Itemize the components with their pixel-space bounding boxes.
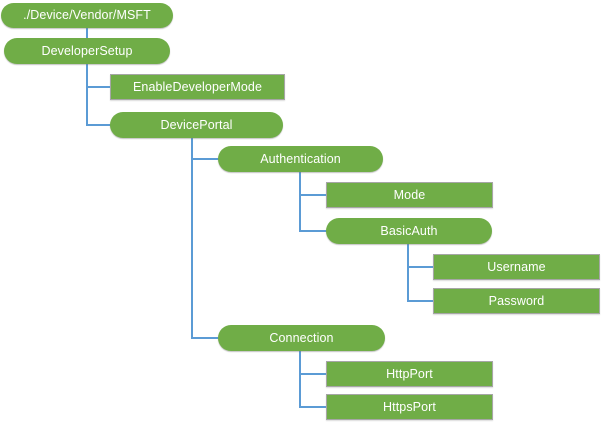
tree-node-httpport[interactable]: HttpPort bbox=[326, 361, 493, 387]
tree-node-label: Mode bbox=[393, 187, 426, 202]
tree-node-developersetup[interactable]: DeveloperSetup bbox=[4, 38, 170, 64]
tree-node-connection[interactable]: Connection bbox=[218, 325, 385, 351]
tree-node-label: Username bbox=[487, 259, 546, 274]
tree-node-label: HttpsPort bbox=[383, 399, 436, 414]
tree-node-label: HttpPort bbox=[386, 366, 433, 381]
tree-node-enabledevelopermode[interactable]: EnableDeveloperMode bbox=[110, 74, 285, 100]
tree-node-authentication[interactable]: Authentication bbox=[218, 146, 383, 172]
tree-node-label: EnableDeveloperMode bbox=[132, 79, 263, 94]
tree-node-label: DevicePortal bbox=[160, 117, 233, 132]
tree-node-deviceportal[interactable]: DevicePortal bbox=[110, 112, 283, 138]
connector-developersetup-to-deviceportal bbox=[86, 63, 111, 126]
connector-deviceportal-to-connection bbox=[191, 137, 219, 339]
tree-node-label: ./Device/Vendor/MSFT bbox=[23, 8, 151, 23]
tree-node-label: Password bbox=[488, 293, 545, 308]
connector-deviceportal-to-authentication bbox=[191, 137, 219, 160]
tree-node-label: Authentication bbox=[260, 151, 341, 166]
connector-authentication-to-basicauth bbox=[299, 171, 327, 232]
connector-authentication-to-mode bbox=[299, 171, 327, 196]
connector-basicauth-to-password bbox=[407, 243, 434, 302]
tree-node-mode[interactable]: Mode bbox=[326, 182, 493, 208]
tree-node-username[interactable]: Username bbox=[433, 254, 600, 280]
tree-node-root[interactable]: ./Device/Vendor/MSFT bbox=[1, 3, 173, 28]
connector-connection-to-httpport bbox=[299, 350, 327, 375]
tree-node-label: Connection bbox=[269, 330, 334, 345]
connector-developersetup-to-enabledevelopermode bbox=[86, 63, 111, 88]
tree-node-basicauth[interactable]: BasicAuth bbox=[326, 218, 492, 244]
connector-basicauth-to-username bbox=[407, 243, 434, 268]
connector-connection-to-httpsport bbox=[299, 350, 327, 408]
tree-node-password[interactable]: Password bbox=[433, 288, 600, 314]
tree-node-label: DeveloperSetup bbox=[41, 43, 133, 58]
tree-node-httpsport[interactable]: HttpsPort bbox=[326, 394, 493, 420]
tree-node-label: BasicAuth bbox=[380, 223, 438, 238]
